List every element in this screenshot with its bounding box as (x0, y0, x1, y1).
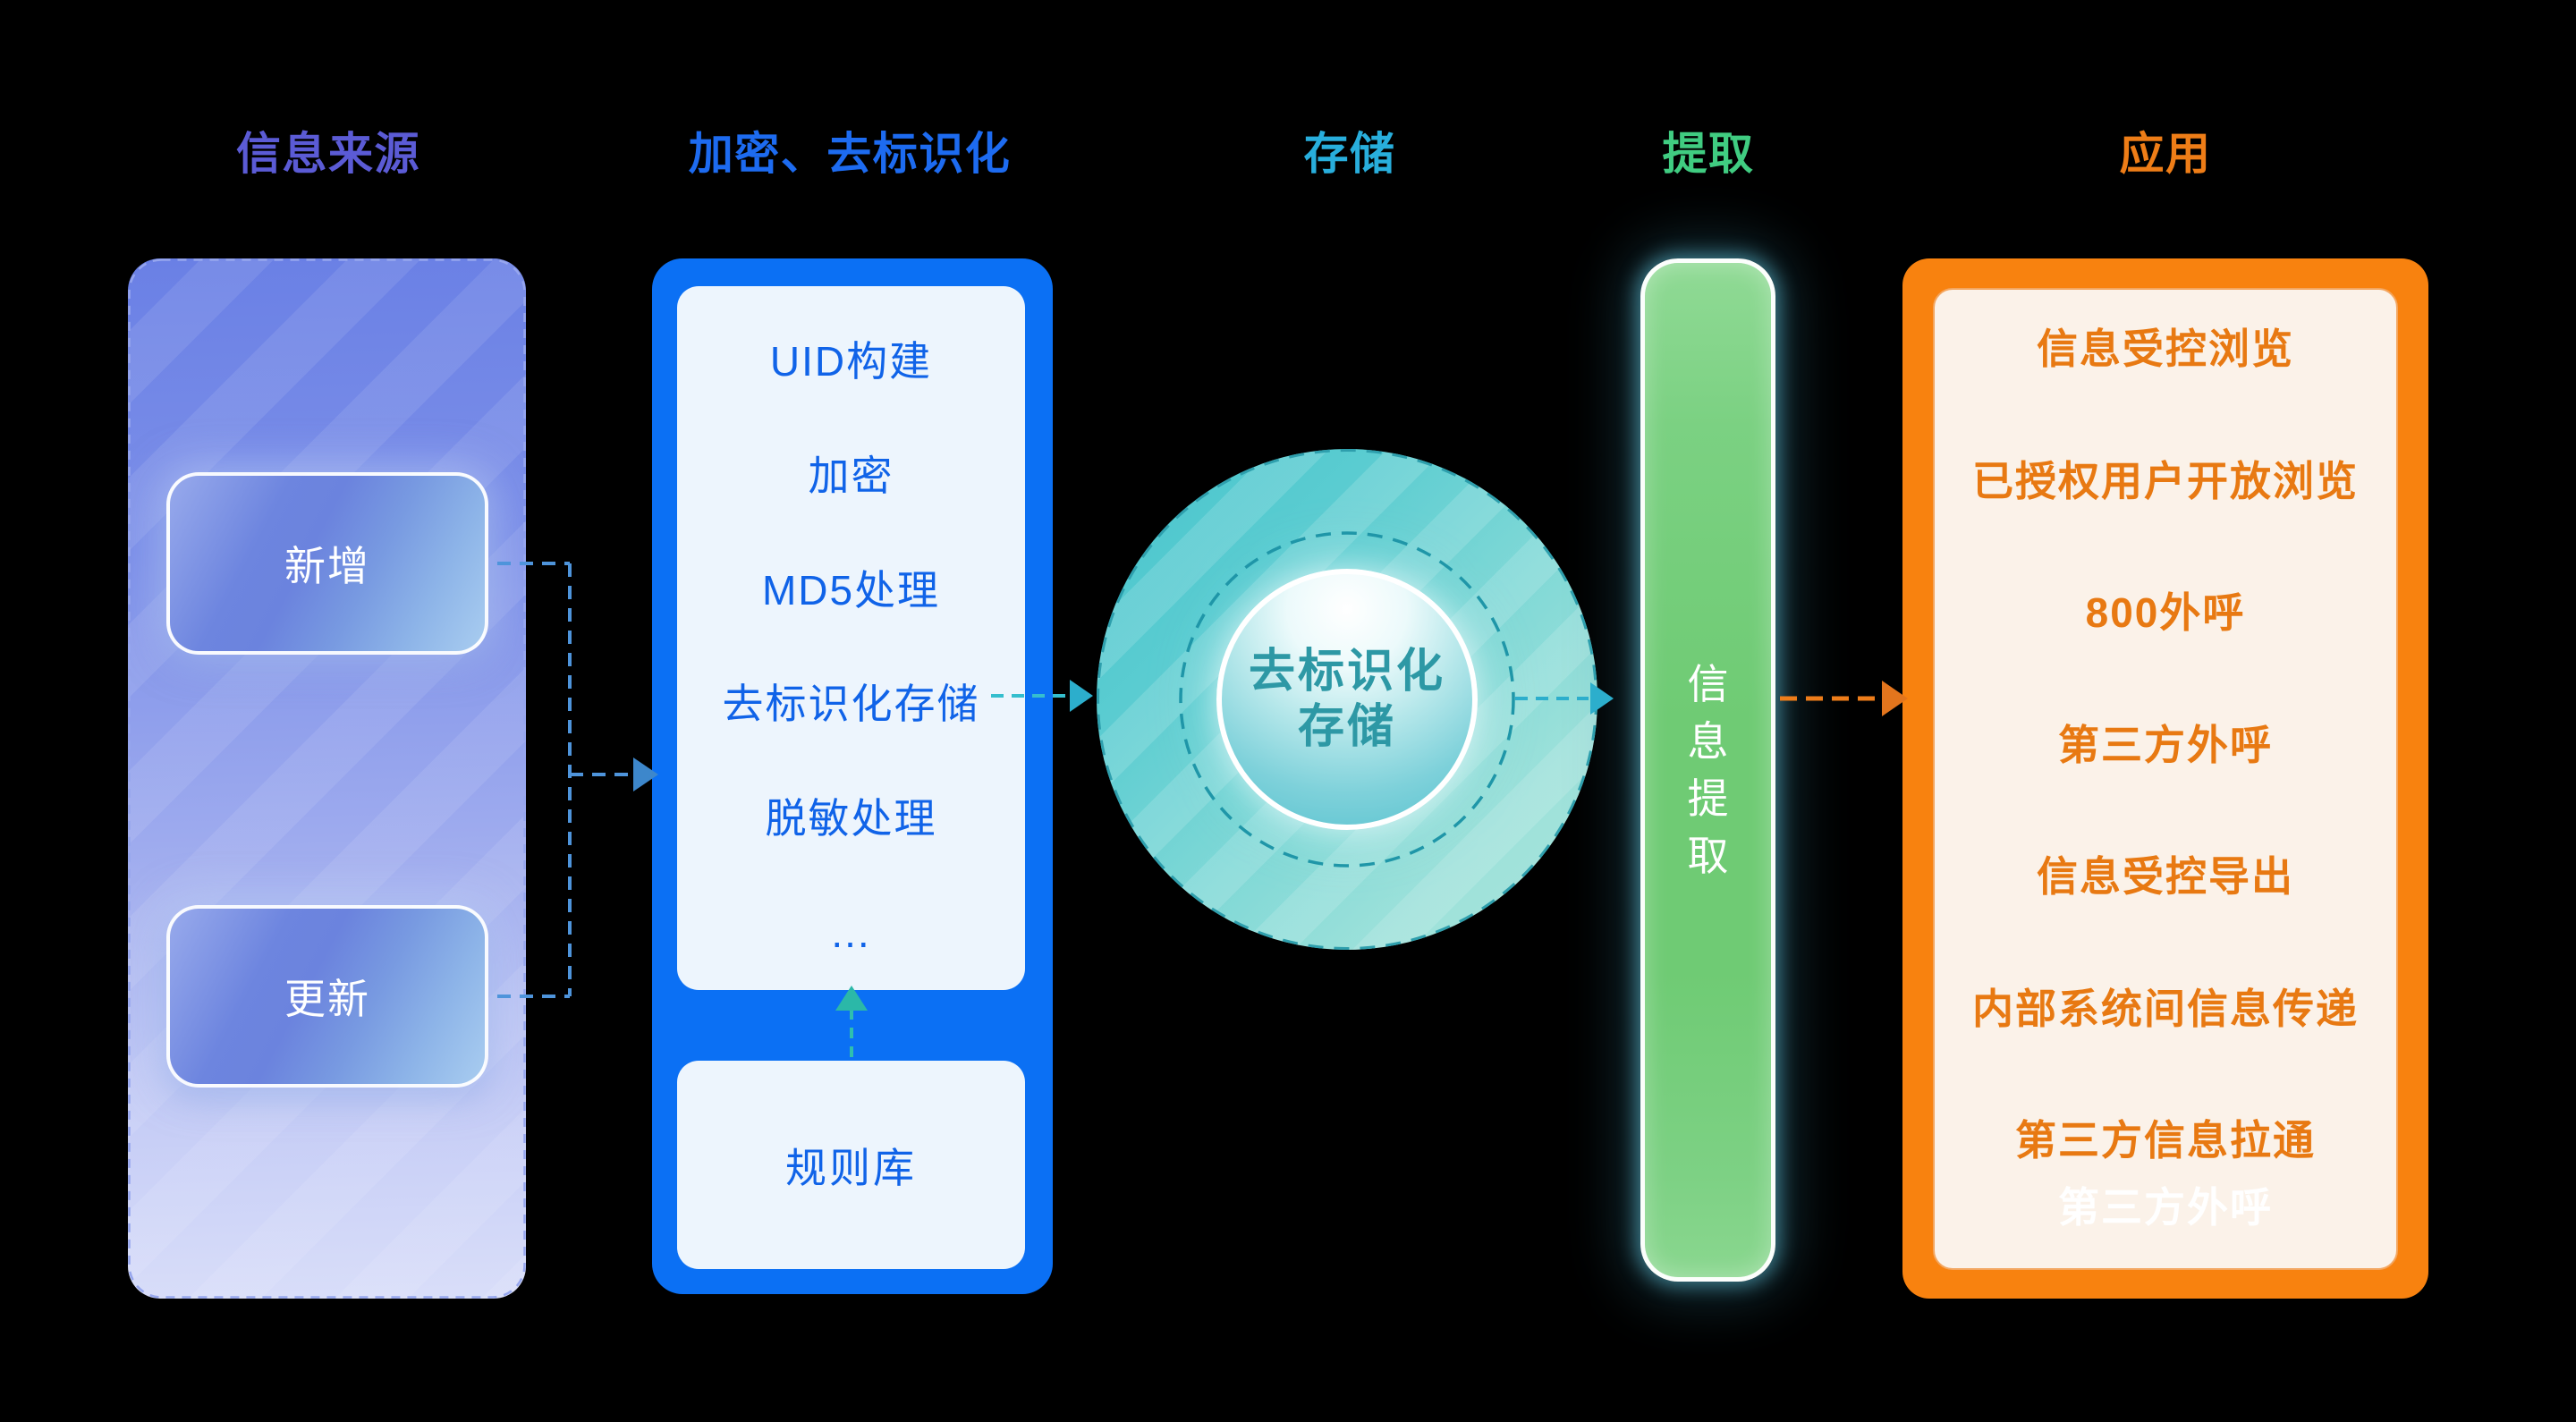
apply-item-authorized-browse: 已授权用户开放浏览 (1972, 457, 2359, 504)
apply-item-thirdparty-link: 第三方信息拉通 (2015, 1117, 2316, 1164)
rule-library-box: 规则库 (677, 1061, 1025, 1269)
column-header-source: 信息来源 (236, 129, 420, 179)
source-box-update-label: 更新 (284, 976, 370, 1022)
arrowhead-into-storage (1070, 680, 1093, 712)
encrypt-step-deid: 去标识化存储 (722, 681, 980, 728)
source-panel-stripes (128, 258, 526, 1299)
storage-circle-core: 去标识化 存储 (1216, 569, 1478, 830)
rule-library-label: 规则库 (785, 1144, 917, 1191)
column-header-storage: 存储 (1303, 129, 1396, 179)
extract-bar-label: 信息提取 (1687, 661, 1729, 879)
encrypt-step-md5: MD5处理 (761, 566, 941, 614)
encrypt-steps-box: UID构建 加密 MD5处理 去标识化存储 脱敏处理 ... (677, 286, 1025, 990)
apply-item-controlled-export: 信息受控导出 (2037, 853, 2294, 901)
source-box-update: 更新 (166, 905, 488, 1088)
source-box-add: 新增 (166, 472, 488, 655)
encrypt-panel: UID构建 加密 MD5处理 去标识化存储 脱敏处理 ... 规则库 (652, 258, 1053, 1294)
column-header-encrypt: 加密、去标识化 (688, 129, 1012, 179)
apply-item-internal-transfer: 内部系统间信息传递 (1972, 985, 2359, 1032)
apply-item-800-call: 800外呼 (2085, 589, 2246, 637)
apply-item-thirdparty-call: 第三方外呼 (2058, 721, 2273, 768)
encrypt-step-desense: 脱敏处理 (765, 795, 937, 842)
encrypt-step-encrypt: 加密 (808, 452, 894, 499)
apply-item-ghost-thirdparty-call: 第三方外呼 (2058, 1184, 2273, 1231)
source-panel: 新增 更新 (128, 258, 526, 1299)
apply-item-controlled-browse: 信息受控浏览 (2037, 326, 2294, 372)
extract-bar: 信息提取 (1640, 258, 1775, 1282)
column-header-extract: 提取 (1662, 129, 1755, 179)
apply-list: 信息受控浏览 已授权用户开放浏览 800外呼 第三方外呼 信息受控导出 内部系统… (1933, 288, 2398, 1270)
encrypt-step-ellipsis: ... (831, 909, 871, 956)
apply-panel: 信息受控浏览 已授权用户开放浏览 800外呼 第三方外呼 信息受控导出 内部系统… (1902, 258, 2428, 1299)
source-box-add-label: 新增 (284, 543, 370, 589)
storage-core-label-line2: 存储 (1297, 701, 1396, 753)
column-header-apply: 应用 (2119, 129, 2212, 179)
encrypt-step-uid: UID构建 (769, 338, 933, 385)
storage-core-label-line1: 去标识化 (1248, 646, 1445, 698)
